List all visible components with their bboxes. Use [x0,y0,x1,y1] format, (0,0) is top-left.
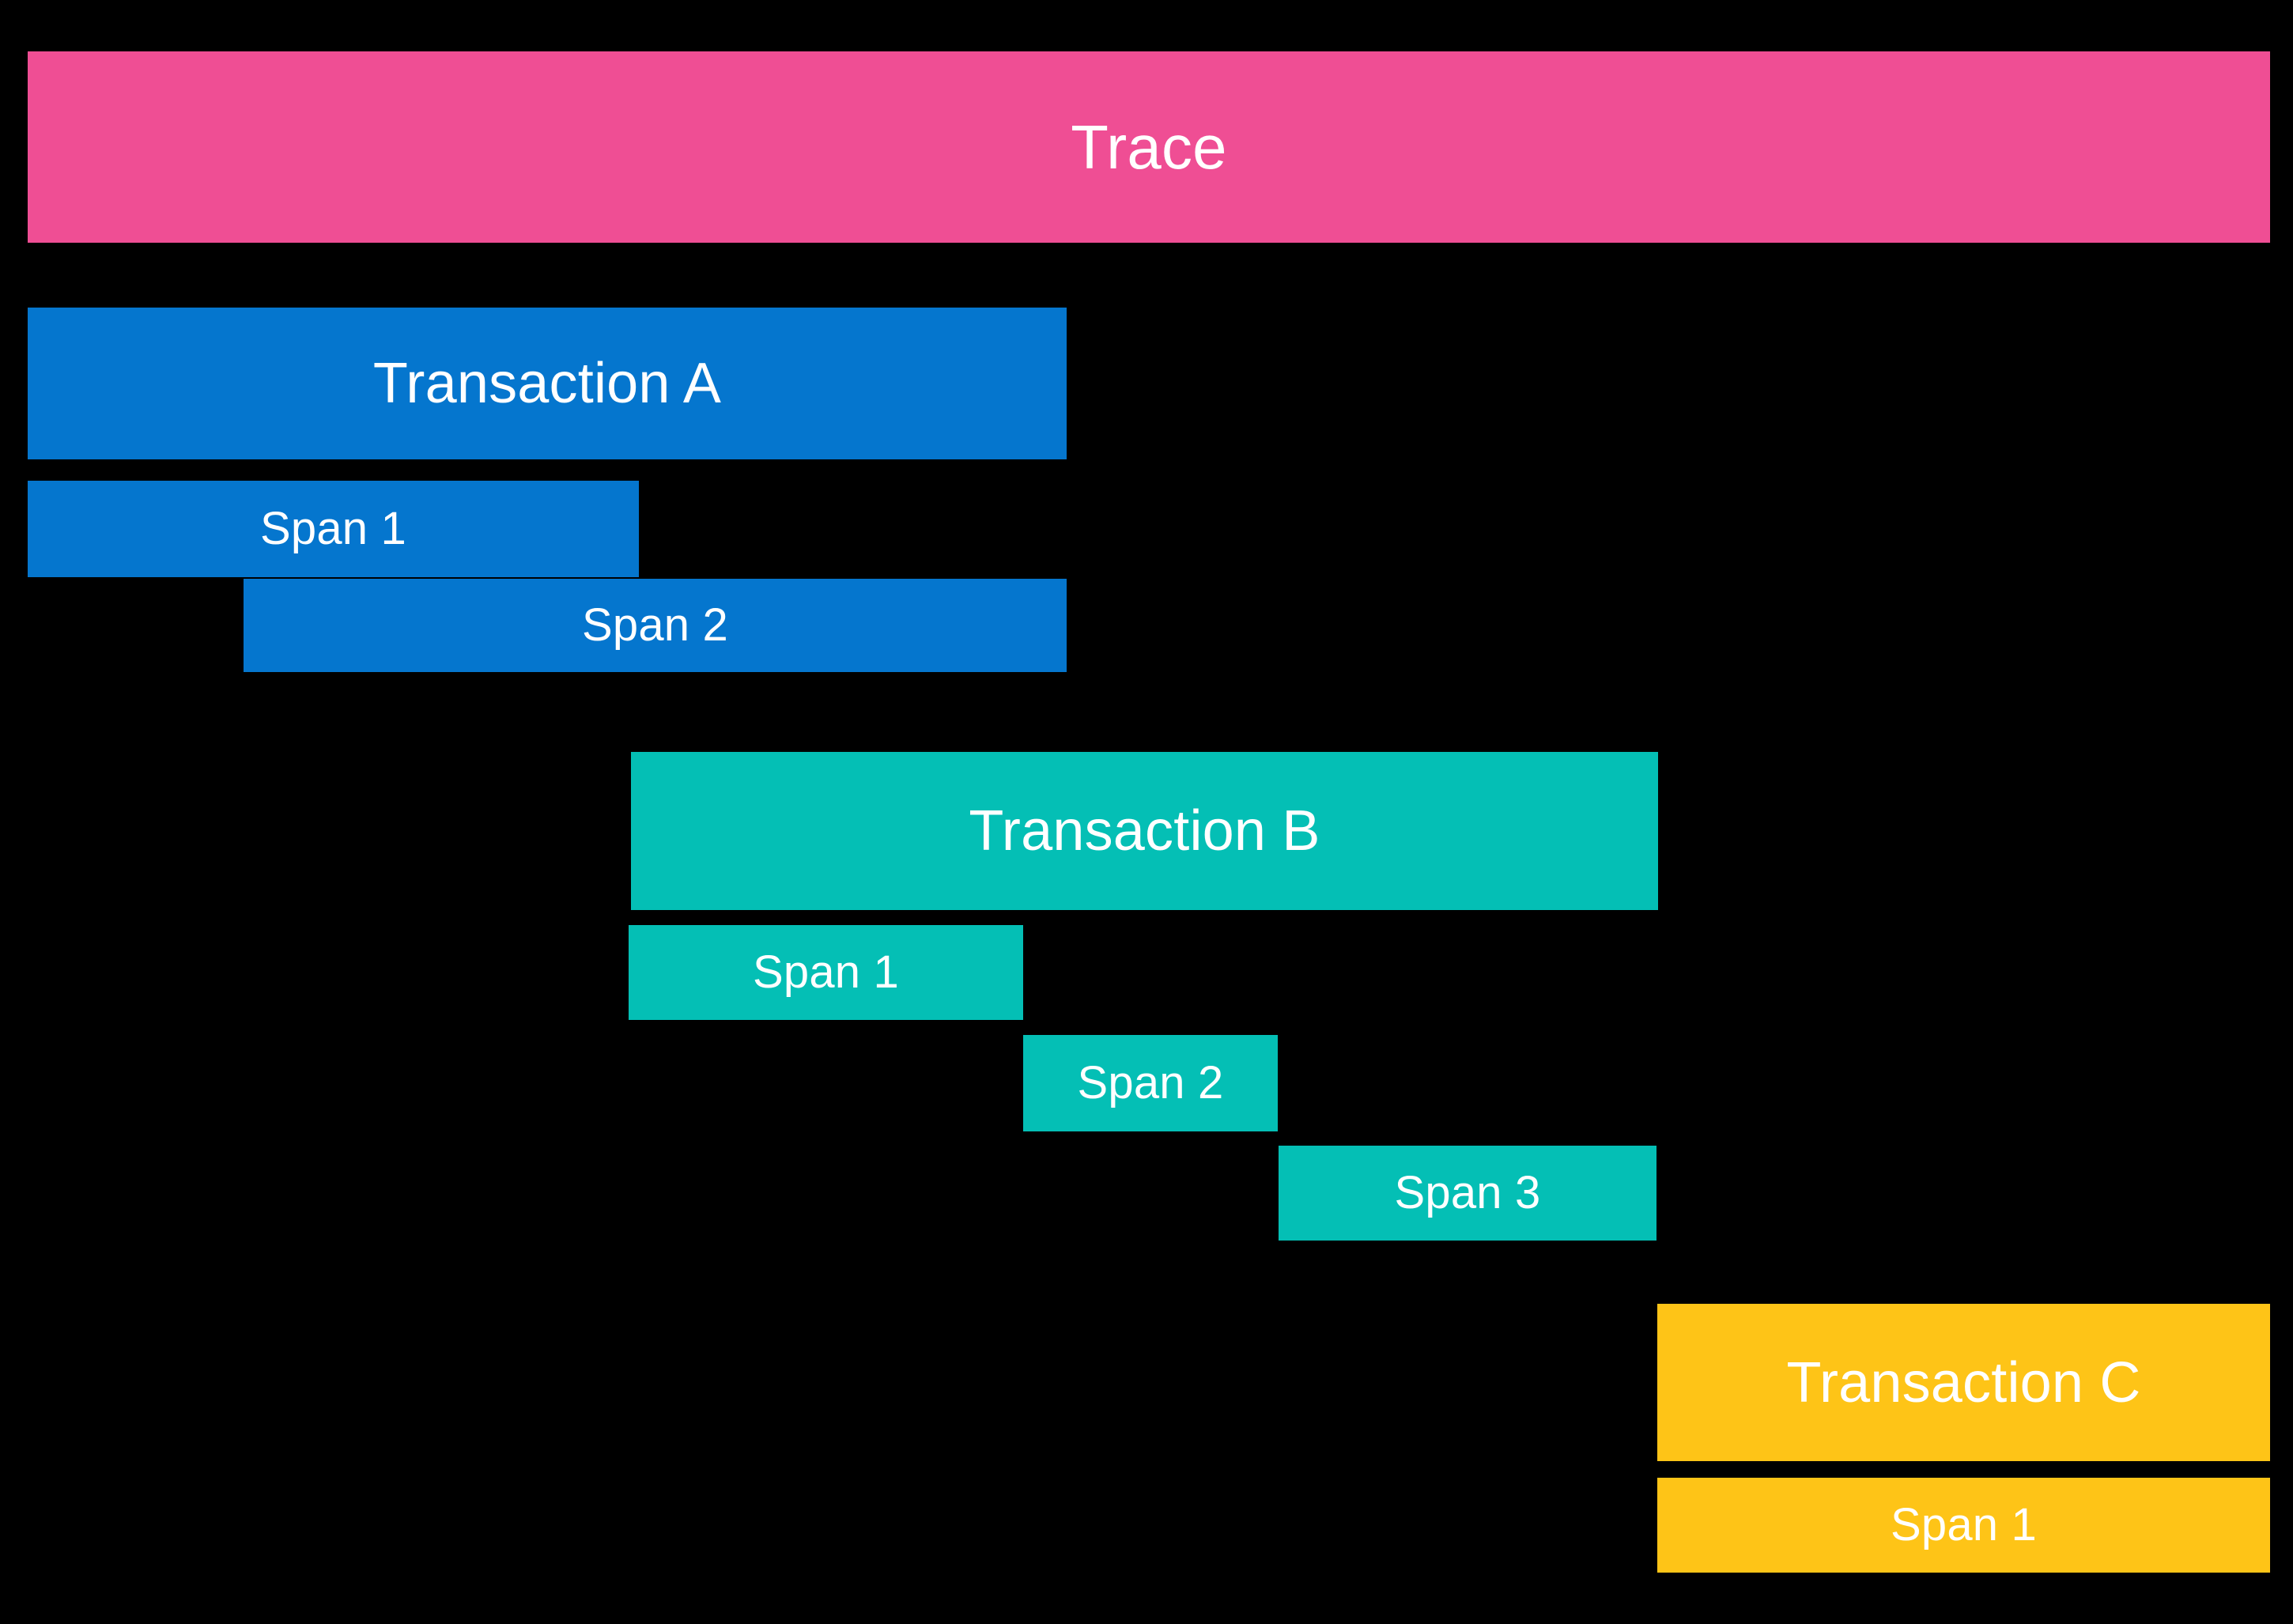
bar-transaction-b[interactable]: Transaction B [631,752,1658,910]
bar-transaction-c[interactable]: Transaction C [1657,1304,2270,1461]
bar-label-transaction-a-span-2: Span 2 [581,599,729,651]
bar-transaction-b-span-1[interactable]: Span 1 [629,925,1023,1020]
bar-label-transaction-c: Transaction C [1786,1350,2141,1414]
bar-label-transaction-b-span-2: Span 2 [1077,1057,1224,1108]
bar-transaction-c-span-1[interactable]: Span 1 [1657,1478,2270,1573]
bar-transaction-b-span-3[interactable]: Span 3 [1279,1146,1656,1241]
bar-trace[interactable]: Trace [28,51,2270,243]
bar-label-transaction-b-span-1: Span 1 [752,946,900,998]
bar-label-transaction-a: Transaction A [372,352,722,415]
bar-label-trace: Trace [1071,112,1227,182]
bar-transaction-a-span-2[interactable]: Span 2 [244,579,1067,672]
bar-label-transaction-c-span-1: Span 1 [1890,1499,2038,1550]
bar-label-transaction-b: Transaction B [969,799,1320,863]
bar-transaction-a[interactable]: Transaction A [28,308,1067,459]
bar-label-transaction-a-span-1: Span 1 [259,503,407,554]
bar-label-transaction-b-span-3: Span 3 [1394,1167,1541,1218]
bar-transaction-b-span-2[interactable]: Span 2 [1023,1035,1278,1131]
bar-transaction-a-span-1[interactable]: Span 1 [28,481,639,577]
